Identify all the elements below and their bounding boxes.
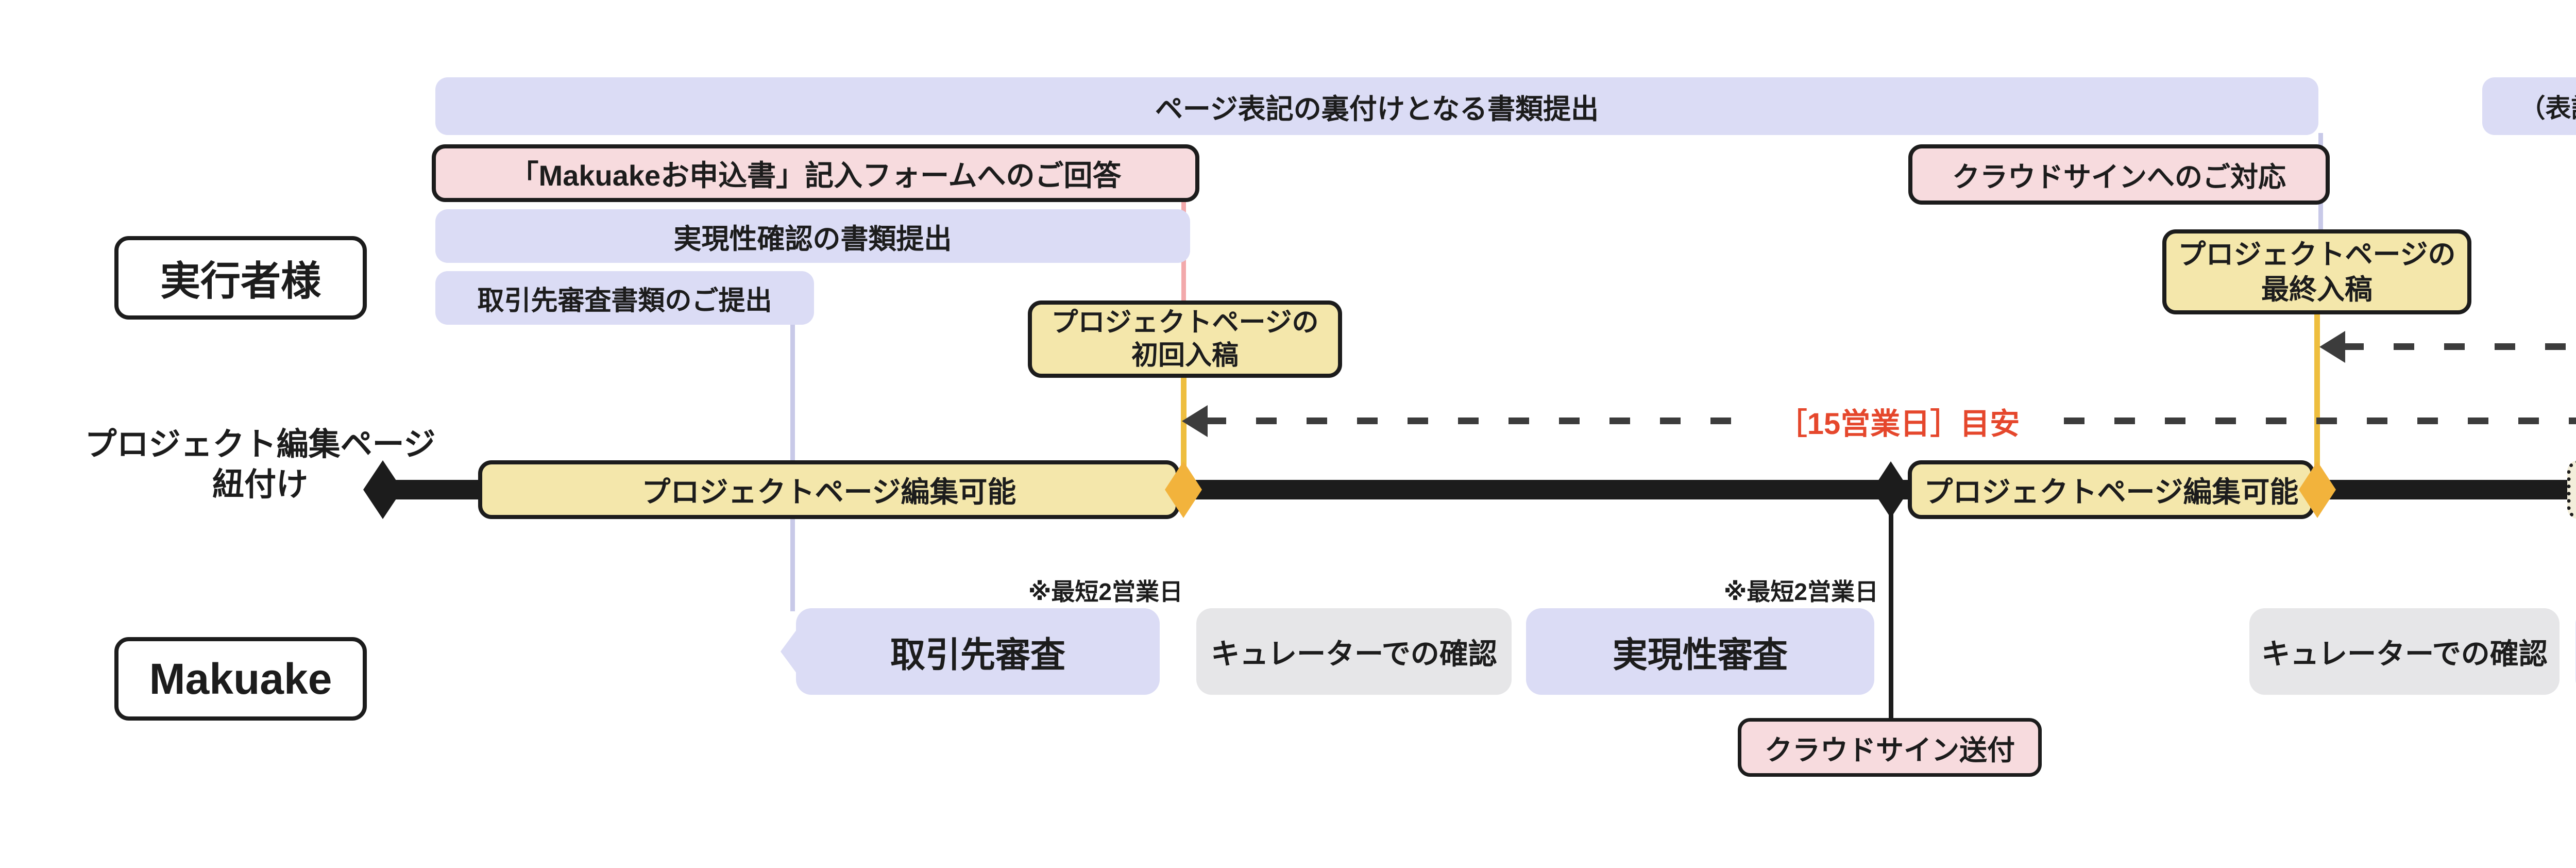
editable-box-1: プロジェクトページ編集可能 bbox=[478, 460, 1180, 519]
makuake-label: Makuake bbox=[149, 654, 332, 703]
additional-docs-bar: （表記審査での追加書類提出） bbox=[2482, 77, 2576, 135]
partner-review-box: 取引先審査 bbox=[781, 608, 1160, 695]
connector-line-first-draft bbox=[1181, 372, 1187, 492]
executor-label-pill: 実行者様 bbox=[114, 236, 367, 320]
feasibility-docs-bar: 実現性確認の書類提出 bbox=[435, 209, 1190, 263]
curator-check-box-2: キュレーターでの確認 bbox=[2249, 608, 2560, 695]
partner-docs-label: 取引先審査書類のご提出 bbox=[477, 286, 772, 316]
first-draft-label-line1: プロジェクトページの bbox=[1051, 308, 1319, 338]
binding-label-line2: 紐付け bbox=[212, 467, 308, 503]
feasibility-docs-label: 実現性確認の書類提出 bbox=[673, 223, 952, 255]
first-draft-label-line2: 初回入稿 bbox=[1131, 341, 1239, 371]
application-form-label: 「Makuakeお申込書」記入フォームへのご回答 bbox=[510, 159, 1122, 192]
cloudsign-response-box: クラウドサインへのご対応 bbox=[1908, 144, 2330, 205]
min-days-note-2: ※最短2営業日 bbox=[1647, 573, 1878, 607]
min-days-note-1-label: ※最短2営業日 bbox=[1028, 578, 1183, 605]
makuake-label-pill: Makuake bbox=[114, 637, 367, 721]
partner-review-label: 取引先審査 bbox=[890, 635, 1065, 675]
editable-box-2: プロジェクトページ編集可能 bbox=[1908, 460, 2315, 519]
additional-docs-label: （表記審査での追加書類提出） bbox=[2519, 94, 2576, 123]
curator-check-1-label: キュレーターでの確認 bbox=[1211, 637, 1497, 670]
binding-label-line1: プロジェクト編集ページ bbox=[84, 427, 436, 462]
editable-box-1-label: プロジェクトページ編集可能 bbox=[641, 475, 1016, 508]
page-docs-bar-label: ページ表記の裏付けとなる書類提出 bbox=[1155, 93, 1599, 125]
connector-line-final-draft bbox=[2314, 310, 2320, 492]
feasibility-review-label: 実現性審査 bbox=[1612, 635, 1788, 675]
eight-days-dash-line bbox=[2343, 343, 2576, 350]
first-draft-box: プロジェクトページの 初回入稿 bbox=[1028, 301, 1342, 378]
connector-line-cloudsign-send bbox=[1889, 490, 1893, 721]
editable-box-2-label: プロジェクトページ編集可能 bbox=[1924, 475, 2299, 508]
curator-check-box-1: キュレーターでの確認 bbox=[1196, 608, 1512, 695]
cloudsign-send-label: クラウドサイン送付 bbox=[1765, 735, 2015, 766]
partner-review-notch-icon bbox=[781, 628, 798, 675]
binding-label: プロジェクト編集ページ 紐付け bbox=[31, 425, 489, 505]
fifteen-days-guide-label: ［15営業日］目安 bbox=[1777, 407, 2020, 441]
cloudsign-response-label: クラウドサインへのご対応 bbox=[1952, 162, 2286, 193]
executor-label: 実行者様 bbox=[160, 258, 321, 304]
eight-days-arrowhead-icon bbox=[2319, 331, 2345, 363]
min-days-note-1: ※最短2営業日 bbox=[951, 573, 1183, 607]
fix-only-box: 表記審査での修正対応のみ可 bbox=[2567, 460, 2576, 519]
curator-check-2-label: キュレーターでの確認 bbox=[2261, 637, 2548, 670]
page-docs-bar: ページ表記の裏付けとなる書類提出 bbox=[435, 77, 2318, 135]
fifteen-days-guide: ［15営業日］目安 bbox=[1749, 403, 2048, 441]
final-draft-label-line2: 最終入稿 bbox=[2261, 274, 2372, 305]
partner-docs-bar: 取引先審査書類のご提出 bbox=[435, 271, 814, 325]
feasibility-review-box: 実現性審査 bbox=[1526, 608, 1874, 695]
milestone-diamond-cloudsign bbox=[1872, 461, 1909, 518]
application-form-box: 「Makuakeお申込書」記入フォームへのご回答 bbox=[432, 144, 1199, 202]
cloudsign-send-box: クラウドサイン送付 bbox=[1738, 718, 2042, 777]
final-draft-box: プロジェクトページの 最終入稿 bbox=[2162, 229, 2471, 314]
final-draft-label-line1: プロジェクトページの bbox=[2178, 239, 2456, 270]
min-days-note-2-label: ※最短2営業日 bbox=[1723, 578, 1878, 605]
